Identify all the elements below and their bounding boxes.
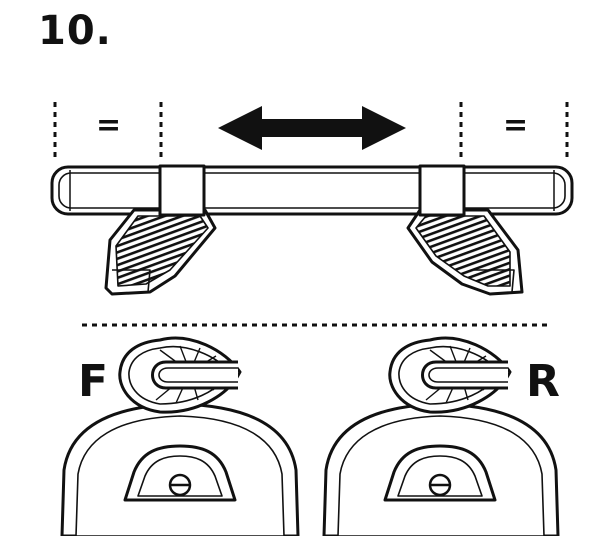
step-number: 10. (38, 8, 112, 54)
front-label: F (78, 356, 109, 407)
front-foot-front-view (60, 336, 300, 536)
equal-mark-left: = (96, 108, 122, 143)
right-foot-side (406, 164, 524, 296)
rear-foot-front-view (322, 336, 560, 536)
equal-mark-right: = (503, 108, 529, 143)
double-arrow-icon (218, 106, 406, 150)
rear-label: R (526, 356, 560, 407)
roof-bar (50, 165, 574, 216)
left-foot-side (104, 164, 217, 296)
